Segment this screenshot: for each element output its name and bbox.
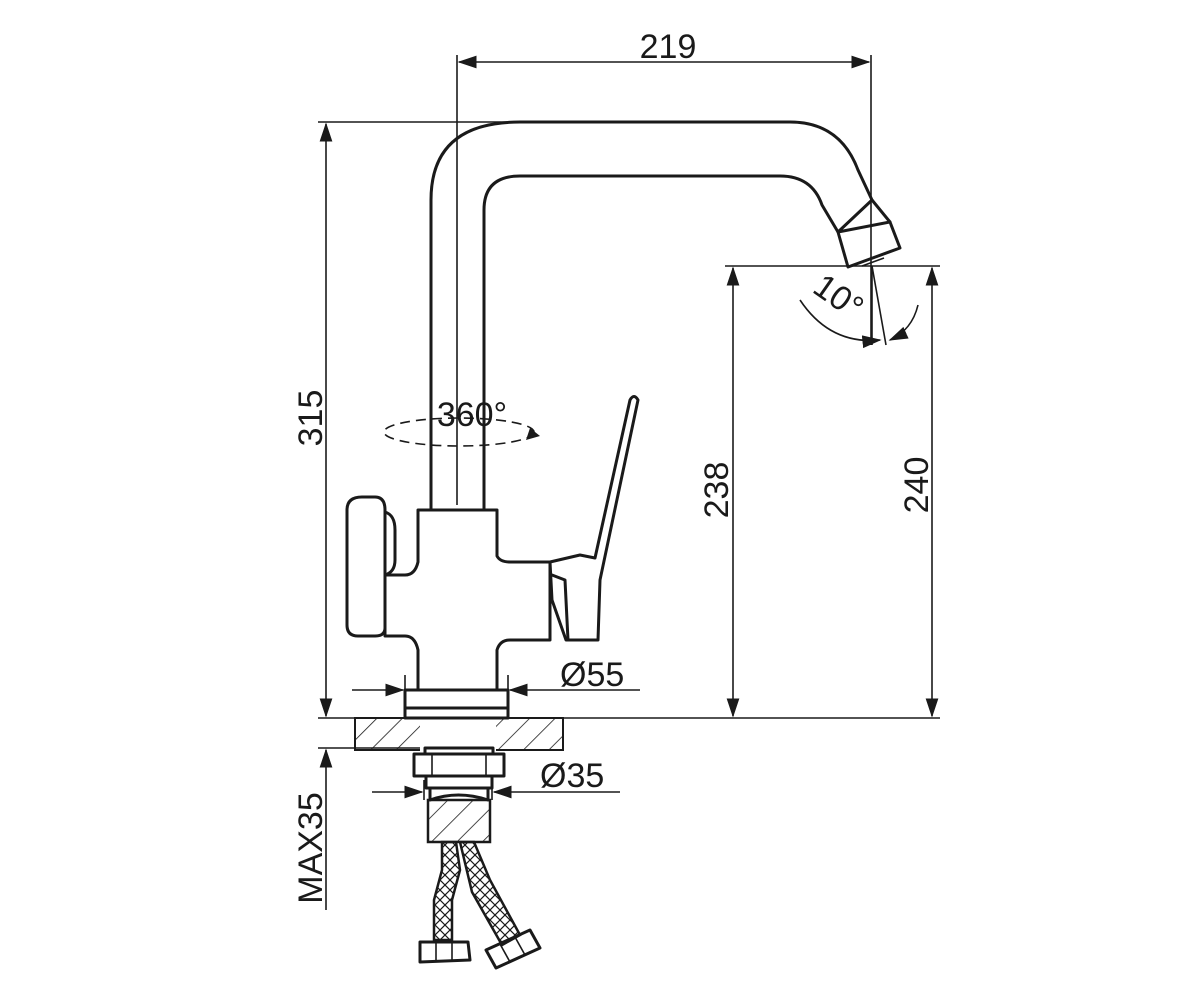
mounting-shank xyxy=(412,746,506,844)
faucet-outline xyxy=(345,120,902,720)
threaded-shank xyxy=(426,798,492,844)
filter-water-knob xyxy=(345,495,387,638)
spout-outer xyxy=(429,120,874,507)
base-ring xyxy=(403,688,510,710)
lever-handle xyxy=(548,395,640,642)
dim-max-countertop: MAX35 xyxy=(292,792,330,904)
mounting-nut xyxy=(412,752,506,778)
hose-nut-left xyxy=(418,940,472,964)
tilt-angle-indicator xyxy=(799,265,919,349)
hose-right xyxy=(458,840,522,947)
dimension-lines xyxy=(319,55,939,910)
dim-total-height: 315 xyxy=(292,390,330,447)
supply-hoses xyxy=(418,840,542,970)
dim-spout-reach: 219 xyxy=(640,28,697,66)
mixer-body xyxy=(383,508,552,692)
extension-lines xyxy=(318,55,940,800)
dim-rotation-angle: 360° xyxy=(437,396,507,434)
hose-left xyxy=(432,840,462,942)
dim-spout-outlet-height: 238 xyxy=(698,462,736,519)
dim-spout-top-height: 240 xyxy=(898,457,936,514)
rotation-indicator xyxy=(383,417,540,447)
spout-inner xyxy=(482,174,840,507)
dim-base-diameter: Ø55 xyxy=(560,656,624,694)
dim-shank-diameter: Ø35 xyxy=(540,757,604,795)
aerator xyxy=(836,198,902,269)
hose-nut-right xyxy=(484,928,542,970)
